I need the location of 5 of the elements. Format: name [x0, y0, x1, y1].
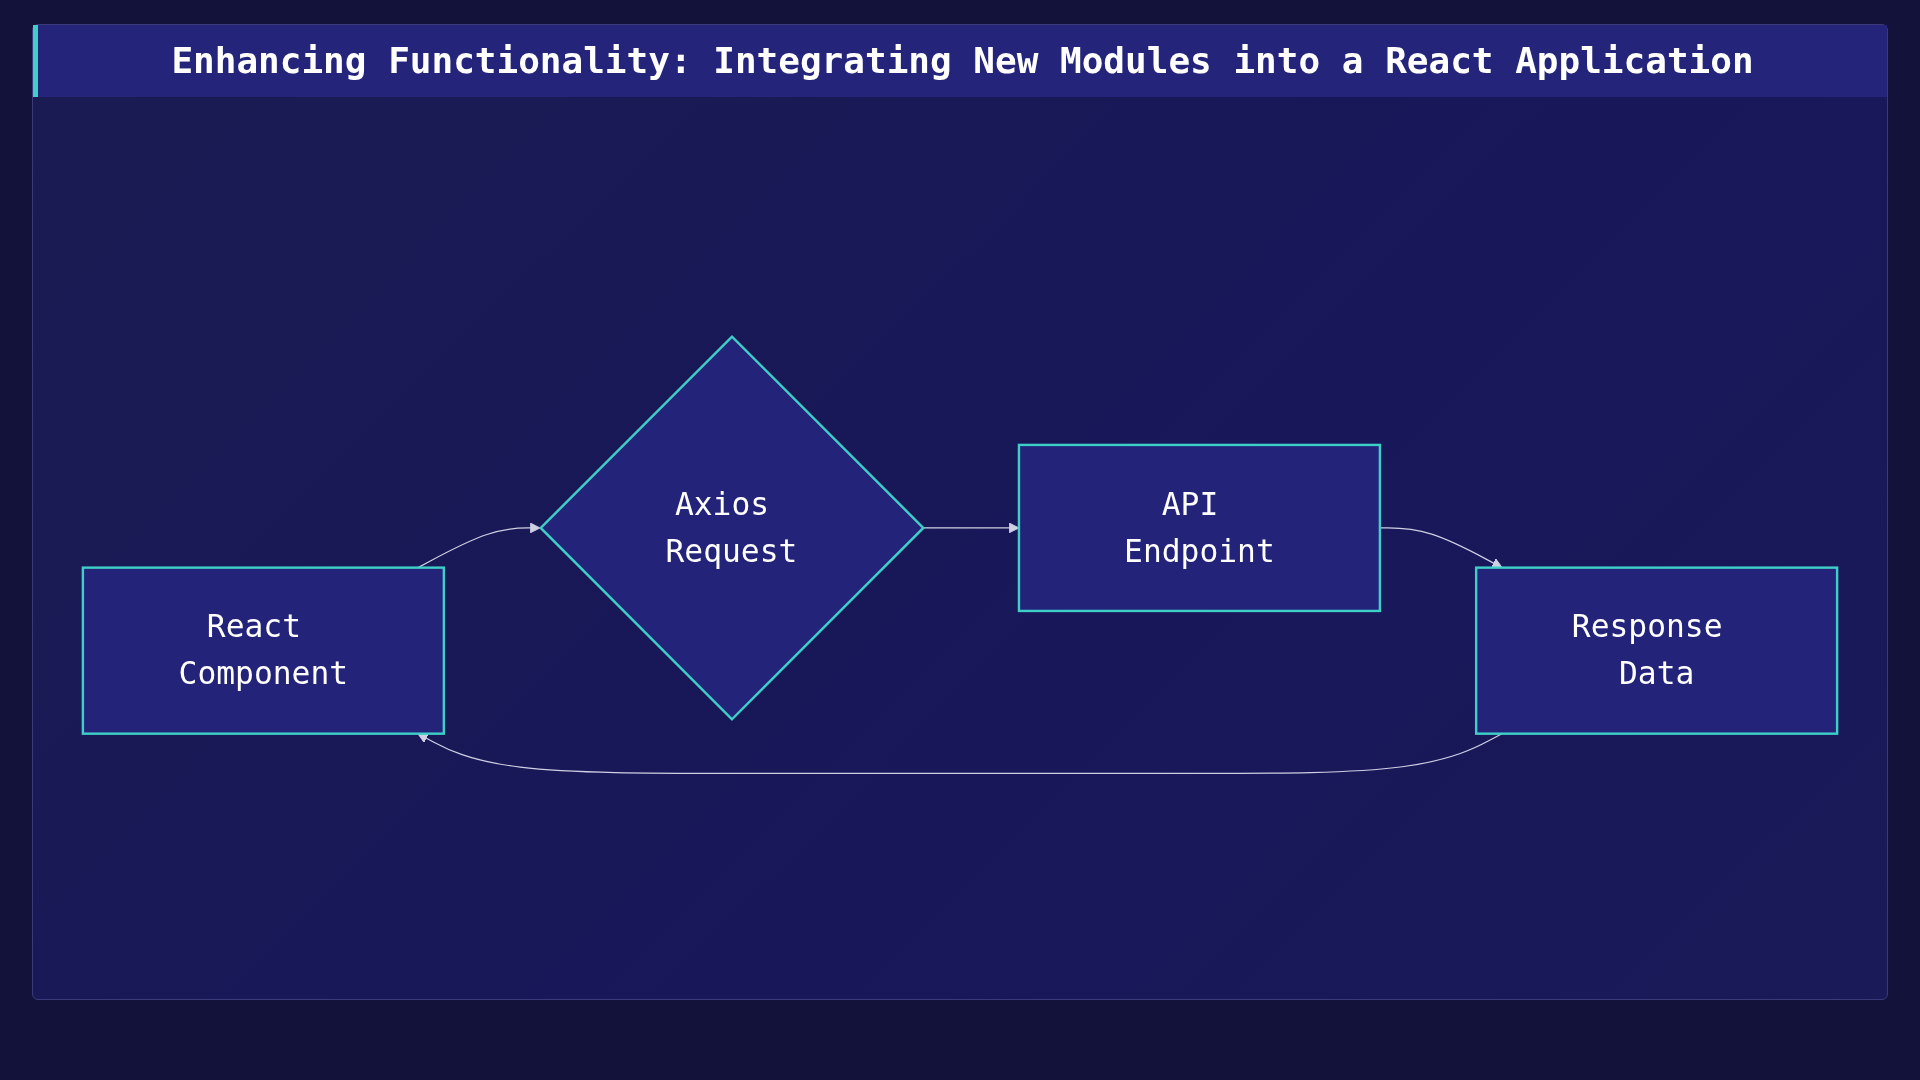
- diagram-title: Enhancing Functionality: Integrating New Modules into a React Application: [33, 25, 1887, 97]
- node-box: Response Data: [1474, 566, 1839, 735]
- node-diamond: Axios Request: [539, 334, 925, 721]
- node-box: API Endpoint: [1017, 443, 1382, 613]
- node-box: React Component: [81, 566, 446, 735]
